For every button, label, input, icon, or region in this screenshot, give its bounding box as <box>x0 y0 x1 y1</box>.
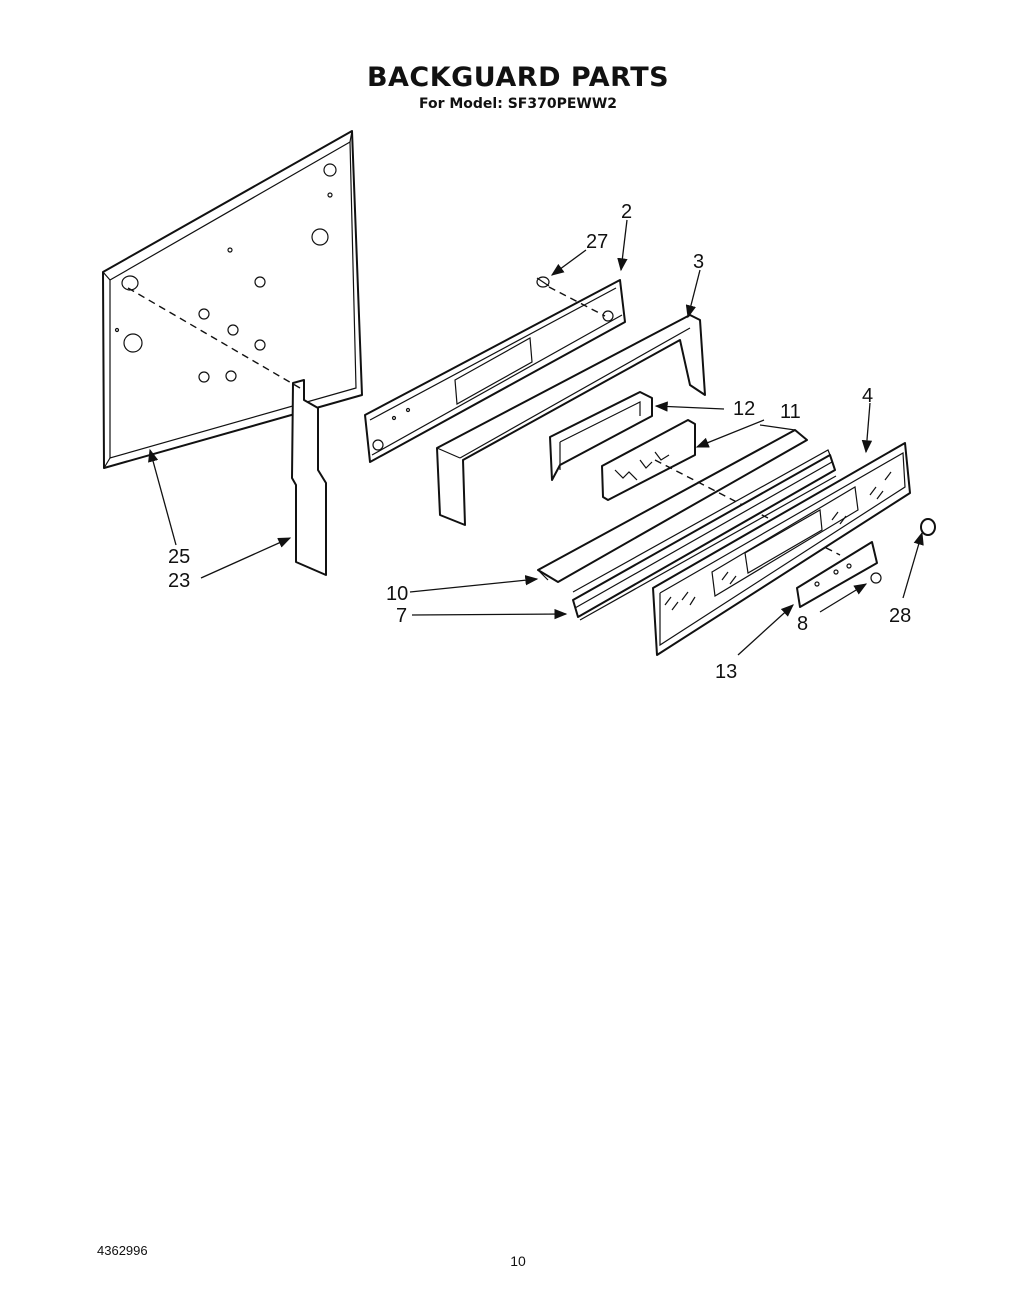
part-4-control-panel <box>652 442 911 656</box>
part-23-bracket <box>291 379 327 576</box>
leader-lines <box>148 219 924 656</box>
document-number: 4362996 <box>97 1243 148 1258</box>
callout-11: 11 <box>780 401 801 423</box>
callout-23: 23 <box>168 570 190 592</box>
part-28-knob <box>920 518 936 536</box>
callout-27: 27 <box>586 231 608 253</box>
callout-28: 28 <box>889 605 911 627</box>
part-13-overlay-plate <box>796 541 878 608</box>
callout-25: 25 <box>168 546 190 568</box>
model-subtitle: For Model: SF370PEWW2 <box>418 96 618 112</box>
page-title: BACKGUARD PARTS <box>366 62 670 93</box>
part-11-display-board <box>601 419 696 501</box>
callout-8: 8 <box>797 613 808 635</box>
callout-10: 10 <box>386 583 408 605</box>
part-25-back-panel <box>102 130 363 469</box>
assembly-line-screw <box>548 286 606 317</box>
part-27-screw <box>536 276 550 288</box>
assembly-line-panel <box>127 287 301 389</box>
page-number: 10 <box>510 1253 526 1269</box>
part-2-mounting-rail <box>364 279 626 463</box>
callout-7: 7 <box>396 605 407 627</box>
part-7-bottom-trim <box>572 449 837 621</box>
callout-12: 12 <box>733 398 755 420</box>
part-12-frame <box>549 391 653 481</box>
part-10-backer-board <box>537 424 808 583</box>
callout-labels: 2 27 3 12 11 4 25 23 10 7 8 28 13 <box>168 201 911 683</box>
callout-2: 2 <box>621 201 632 223</box>
part-8-knob <box>870 572 882 584</box>
callout-4: 4 <box>862 385 873 407</box>
callout-3: 3 <box>693 251 704 273</box>
callout-13: 13 <box>715 661 737 683</box>
